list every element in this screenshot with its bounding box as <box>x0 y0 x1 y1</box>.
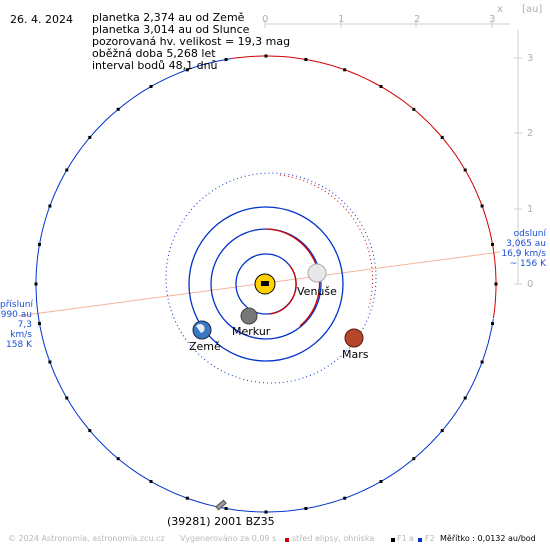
orbit-point <box>412 457 416 461</box>
orbit-point <box>343 496 347 500</box>
orbit-point <box>185 496 189 500</box>
asteroid-body <box>215 499 227 511</box>
orbit-point <box>88 429 92 433</box>
orbit-point <box>38 322 41 326</box>
orbit-point <box>440 429 444 433</box>
info-period: oběžná doba 5,268 let <box>92 47 216 60</box>
orbit-point <box>224 58 228 61</box>
orbit-point <box>480 360 484 364</box>
orbit-point <box>116 107 120 111</box>
legend-f2-marker <box>418 538 422 542</box>
info-point-interval: interval bodů 48,1 dnů <box>92 59 218 72</box>
aphelion-info: odsluní 3,065 au 16,9 km/s ~ 156 K <box>501 229 546 269</box>
x-tick-2: 2 <box>414 14 421 25</box>
footer-scale: Měřítko : 0,0132 au/bod <box>440 534 536 543</box>
y-tick-3: 3 <box>527 53 534 64</box>
perihelion-distance: 990 au <box>0 310 32 320</box>
orbit-point <box>65 396 69 400</box>
info-earth-distance: planetka 2,374 au od Země <box>92 11 245 24</box>
x-tick-1: 1 <box>338 14 345 25</box>
mars-icon <box>344 328 364 348</box>
orbit-point <box>379 480 383 483</box>
perihelion-info: přísluní 990 au 7,3 km/s 158 K <box>0 300 34 350</box>
sun-focus-marker <box>261 281 269 286</box>
orbit-point <box>379 85 383 88</box>
asteroid-orbit-far-arc <box>231 55 497 319</box>
orbit-point <box>463 396 467 400</box>
legend-center-marker <box>285 538 289 542</box>
x-tick-0: 0 <box>262 14 269 25</box>
perihelion-title: přísluní <box>0 300 34 310</box>
orbit-point <box>224 507 228 510</box>
orbit-point <box>480 204 484 208</box>
info-sun-distance: planetka 3,014 au od Slunce <box>92 23 250 36</box>
orbit-point <box>304 507 308 510</box>
orbit-point <box>412 107 416 111</box>
orbit-point <box>491 242 494 246</box>
axis-unit: [au] <box>522 4 543 15</box>
footer-generated: Vygenerováno za 0,09 s <box>180 534 277 543</box>
asteroid-orbit-near-arc <box>35 58 494 513</box>
orbit-point <box>149 85 153 88</box>
orbit-point <box>48 204 52 208</box>
mercury-label: Merkur <box>232 325 271 338</box>
earth-label: Země <box>189 340 221 353</box>
orbit-point <box>185 68 189 72</box>
info-panel: planetka 2,374 au od Země planetka 3,014… <box>92 12 290 72</box>
orbit-point <box>440 135 444 139</box>
orbit-point <box>343 68 347 72</box>
orbit-point <box>494 282 498 286</box>
asteroid-label: (39281) 2001 BZ35 <box>167 515 275 528</box>
orbit-point <box>304 58 308 61</box>
y-tick-2: 2 <box>527 128 534 139</box>
perihelion-temperature: 158 K <box>6 340 32 350</box>
orbit-point <box>38 242 41 246</box>
date-label: 26. 4. 2024 <box>10 13 73 26</box>
orbit-point <box>264 510 268 514</box>
mars-label: Mars <box>342 348 369 361</box>
legend-f1-marker <box>391 538 395 542</box>
orbit-point <box>48 360 52 364</box>
x-tick-3: 3 <box>489 14 496 25</box>
footer-legend-f2: F2 <box>425 534 435 543</box>
y-tick-0: 0 <box>527 279 534 290</box>
orbit-point <box>116 457 120 461</box>
info-magnitude: pozorovaná hv. velikost = 19,3 mag <box>92 35 291 48</box>
orbit-point <box>65 168 69 172</box>
orbit-point <box>463 168 467 172</box>
venus-label: Venuše <box>297 285 337 298</box>
aphelion-speed: 16,9 km/s <box>501 249 546 259</box>
earth-orbit <box>188 206 344 362</box>
orbit-point <box>264 54 268 58</box>
asteroid-icon <box>215 499 227 511</box>
footer-legend-f1: F1 <box>397 534 407 543</box>
earth-clouds <box>196 324 205 333</box>
orbit-point <box>491 322 494 326</box>
x-axis-symbol: x <box>497 4 503 15</box>
mercury-orbit-far-arc <box>269 265 297 315</box>
mercury-icon <box>240 307 258 325</box>
aphelion-temperature: ~ 156 K <box>509 259 546 269</box>
aphelion-distance: 3,065 au <box>506 239 546 249</box>
footer-legend-center: střed elipsy, ohniska <box>292 534 375 543</box>
orbit-point <box>88 135 92 139</box>
footer-copyright: © 2024 Astronomia, astronomia.zcu.cz <box>8 534 165 543</box>
aphelion-title: odsluní <box>513 229 546 239</box>
orbit-point <box>34 282 38 286</box>
perihelion-speed: 7,3 km/s <box>10 320 32 340</box>
footer-legend-a: a <box>409 534 414 543</box>
mars-orbit <box>165 172 377 384</box>
orbit-point <box>149 480 153 483</box>
y-tick-1: 1 <box>527 204 534 215</box>
venus-icon <box>307 263 327 283</box>
